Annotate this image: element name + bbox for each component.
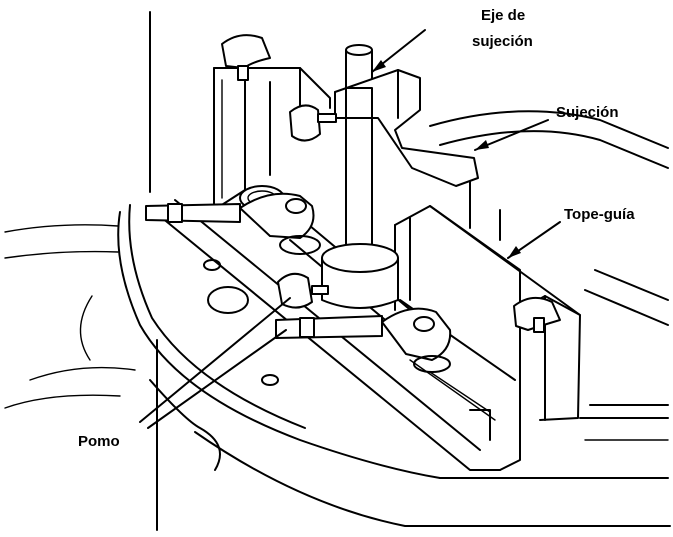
machine-edge-line (149, 11, 158, 531)
label-guide-stop: Tope-guía (564, 206, 635, 223)
label-clamp: Sujeción (556, 104, 619, 121)
label-knob: Pomo (78, 433, 120, 450)
arrowhead-clamp (475, 140, 489, 150)
base-plate (117, 204, 671, 527)
arrowhead-clamp-shaft (372, 60, 386, 72)
callout-leader-lines (139, 29, 561, 429)
background-bars-right (429, 110, 669, 326)
leader-knob-1 (139, 297, 291, 423)
wing-knobs (221, 34, 561, 333)
label-clamp-shaft-line1: Eje de (481, 7, 526, 24)
label-clamp-shaft-line2: sujeción (472, 33, 533, 50)
leader-knob-2 (147, 329, 287, 429)
arrowhead-guide-stop (508, 246, 521, 258)
clamp-part (334, 69, 479, 187)
clamp-levers (145, 192, 452, 373)
rear-bracket (213, 67, 331, 211)
